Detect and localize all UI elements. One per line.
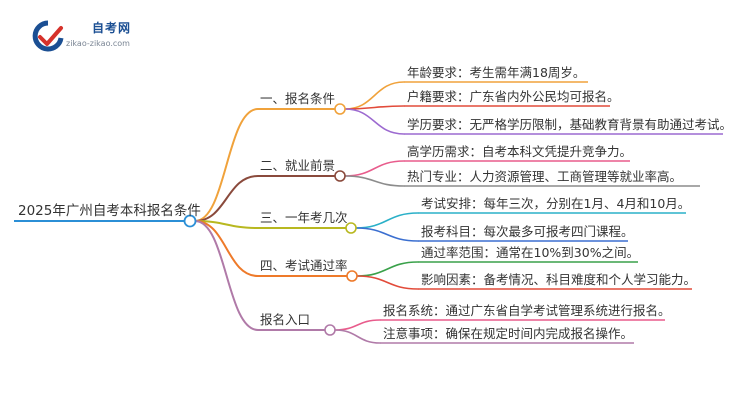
root-to-branch-3-link xyxy=(194,220,259,229)
branch-5-leaf-1-label[interactable]: 报名系统：通过广东省自学考试管理系统进行报名。 xyxy=(383,303,671,318)
branch-5-label[interactable]: 报名入口 xyxy=(260,312,311,327)
branch-2-leaf-1-link xyxy=(344,160,405,177)
branch-4-leaf-2-label[interactable]: 影响因素：备考情况、科目难度和个人学习能力。 xyxy=(421,272,697,287)
root-to-branch-1-link xyxy=(194,108,259,222)
branch-4-node-circle xyxy=(346,270,358,282)
branch-2-leaf-2-label[interactable]: 热门专业：人力资源管理、工商管理等就业率高。 xyxy=(407,169,683,184)
branch-2-label[interactable]: 二、就业前景 xyxy=(260,158,336,173)
branch-2-leaf-2-link xyxy=(344,175,405,187)
branch-3-node-circle xyxy=(345,222,357,234)
branch-3-leaf-1-link xyxy=(355,212,419,229)
logo-url: zikao-zikao.com xyxy=(66,39,130,48)
branch-5-node-circle xyxy=(324,324,336,336)
root-to-branch-2-link xyxy=(194,175,259,222)
branch-4-leaf-2-link xyxy=(356,275,419,290)
logo-mark-icon xyxy=(32,20,64,52)
logo-name: 自考网 xyxy=(92,21,132,35)
branch-5-leaf-2-link xyxy=(334,329,381,344)
branch-3-leaf-2-label[interactable]: 报考科目：每次最多可报考四门课程。 xyxy=(421,224,634,239)
root-node-label: 2025年广州自考本科报名条件 xyxy=(18,203,201,219)
branch-2-node-circle xyxy=(334,170,346,182)
branch-5-leaf-1-link xyxy=(334,319,381,331)
branch-4-label[interactable]: 四、考试通过率 xyxy=(260,258,348,273)
branch-1-leaf-3-link xyxy=(344,108,405,135)
branch-1-label[interactable]: 一、报名条件 xyxy=(260,91,336,106)
branch-4-leaf-1-label[interactable]: 通过率范围：通常在10%到30%之间。 xyxy=(421,245,640,260)
branch-1-node-circle xyxy=(334,103,346,115)
branch-3-leaf-2-link xyxy=(355,227,419,242)
branch-1-leaf-1-link xyxy=(344,81,405,110)
branch-1-leaf-3-label[interactable]: 学历要求：无严格学历限制，基础教育背景有助通过考试。 xyxy=(407,117,733,132)
zikao-logo[interactable]: 自考网 zikao-zikao.com xyxy=(30,18,150,54)
branch-5-leaf-2-label[interactable]: 注意事项：确保在规定时间内完成报名操作。 xyxy=(383,326,634,341)
branch-4-leaf-1-link xyxy=(356,261,419,277)
branch-2-leaf-1-label[interactable]: 高学历需求：自考本科文凭提升竞争力。 xyxy=(407,144,633,159)
root-to-branch-5-link xyxy=(194,220,259,331)
branch-1-leaf-1-label[interactable]: 年龄要求：考生需年满18周岁。 xyxy=(407,65,586,80)
branch-3-leaf-1-label[interactable]: 考试安排：每年三次，分别在1月、4月和10月。 xyxy=(421,196,691,211)
branch-3-label[interactable]: 三、一年考几次 xyxy=(260,210,348,225)
root-node-circle xyxy=(183,214,197,228)
branch-1-leaf-2-label[interactable]: 户籍要求：广东省内外公民均可报名。 xyxy=(407,89,620,104)
root-to-branch-4-link xyxy=(194,220,259,277)
